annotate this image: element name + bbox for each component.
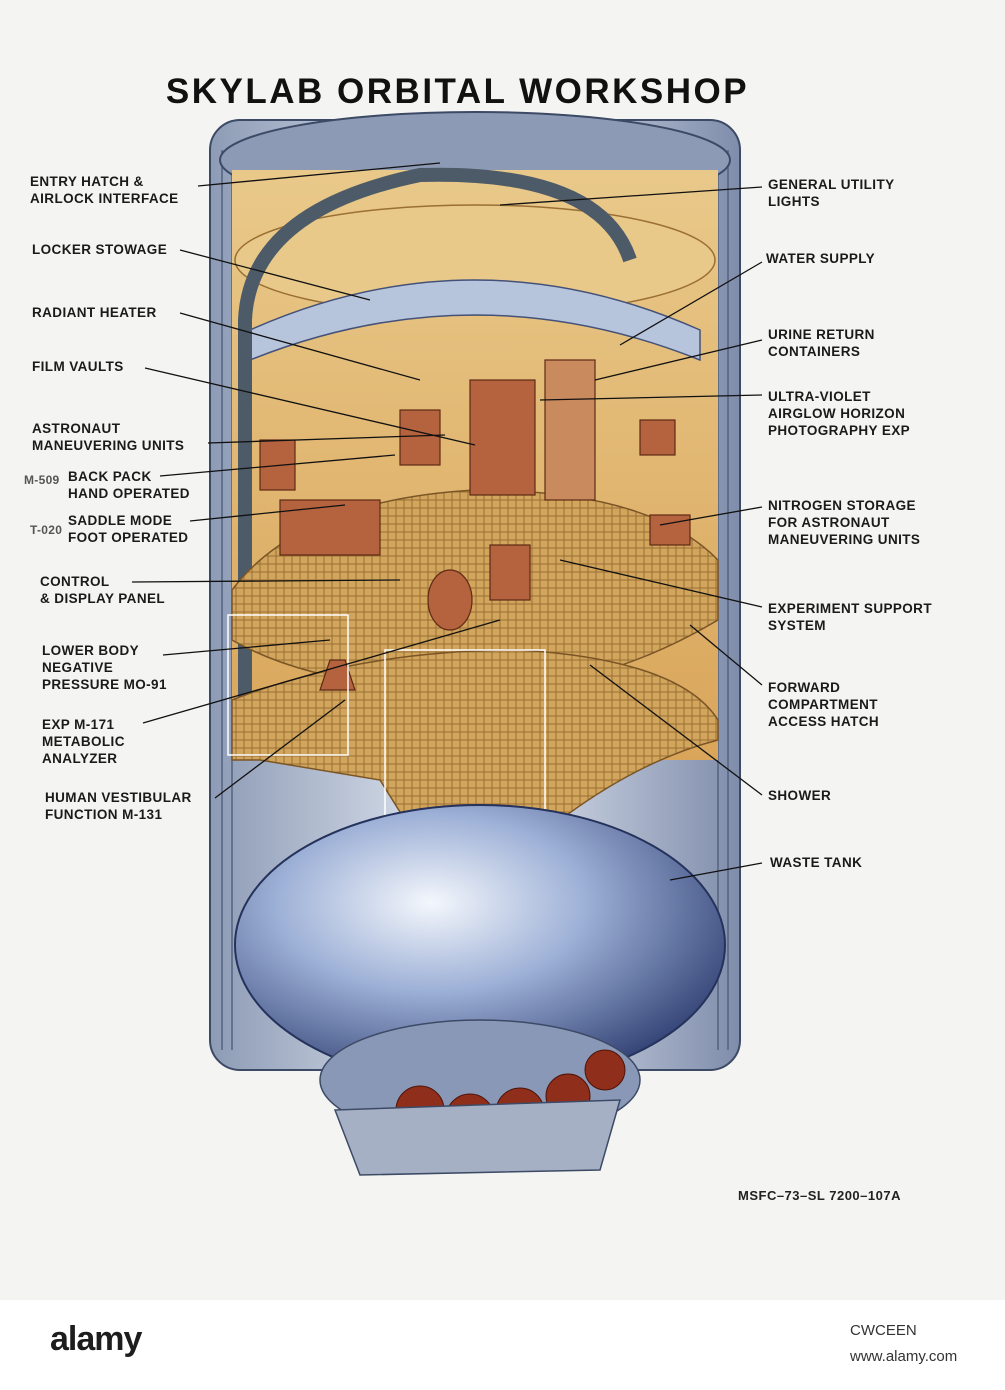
duct-pipe	[238, 167, 637, 720]
diagram-title: SKYLAB ORBITAL WORKSHOP	[165, 72, 750, 111]
site-url: www.alamy.com	[850, 1348, 958, 1365]
label-urine-return: URINE RETURN CONTAINERS	[768, 327, 875, 359]
label-lower-body: LOWER BODY NEGATIVE PRESSURE MO-91	[42, 643, 167, 692]
label-control-panel: CONTROL & DISPLAY PANEL	[40, 574, 166, 606]
diagram-sheet: SKYLAB ORBITAL WORKSHOP ENTRY HATCH & AI…	[0, 0, 1005, 1300]
image-id: CWCEEN	[850, 1322, 917, 1339]
label-locker-stowage: LOCKER STOWAGE	[32, 242, 168, 257]
base-skirt	[333, 1099, 622, 1176]
locker-ring	[249, 279, 701, 362]
label-entry-hatch: ENTRY HATCH & AIRLOCK INTERFACE	[30, 174, 179, 206]
label-saddle-mode: SADDLE MODE FOOT OPERATED	[68, 513, 189, 545]
label-experiment-support: EXPERIMENT SUPPORT SYSTEM	[768, 601, 932, 633]
label-back-pack: BACK PACK HAND OPERATED	[68, 469, 190, 501]
label-waste-tank: WASTE TANK	[770, 855, 863, 870]
label-water-supply: WATER SUPPLY	[766, 251, 876, 266]
label-ultra-violet: ULTRA-VIOLET AIRGLOW HORIZON PHOTOGRAPHY…	[768, 389, 911, 438]
workshop-cutaway	[131, 111, 763, 1176]
label-human-vestibular: HUMAN VESTIBULAR FUNCTION M-131	[45, 790, 192, 822]
figure-id: MSFC–73–SL 7200–107A	[738, 1188, 901, 1203]
equipment	[259, 359, 691, 691]
lower-floor	[231, 649, 719, 861]
alamy-logo: alamy	[50, 1320, 142, 1358]
label-film-vaults: FILM VAULTS	[32, 359, 124, 374]
label-forward-hatch: FORWARD COMPARTMENT ACCESS HATCH	[768, 680, 880, 729]
label-radiant-heater: RADIANT HEATER	[32, 305, 157, 320]
label-metabolic-analyzer: EXP M-171 METABOLIC ANALYZER	[42, 717, 125, 766]
label-maneuvering-units: ASTRONAUT MANEUVERING UNITS	[32, 421, 185, 453]
leader-lines	[131, 162, 763, 881]
code-m509: M-509	[24, 473, 60, 487]
code-t020: T-020	[30, 523, 63, 537]
label-utility-lights: GENERAL UTILITY LIGHTS	[768, 177, 895, 209]
label-nitrogen-storage: NITROGEN STORAGE FOR ASTRONAUT MANEUVERI…	[768, 498, 921, 547]
stock-footer: alamy CWCEEN www.alamy.com	[0, 1300, 1005, 1390]
label-shower: SHOWER	[768, 788, 832, 803]
